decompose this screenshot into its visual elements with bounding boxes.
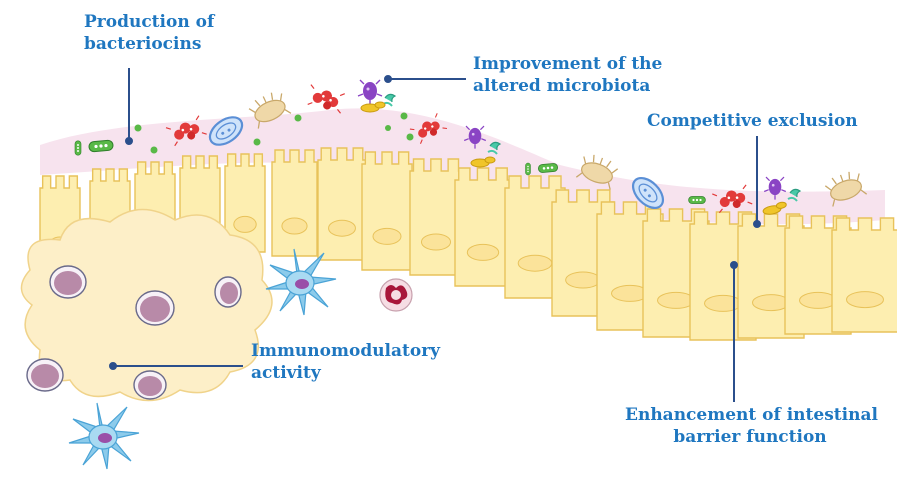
epithelial-cell <box>272 150 317 256</box>
cell-nucleus <box>518 255 552 271</box>
label-barrier-line2: barrier function <box>625 426 875 448</box>
cell-nucleus <box>282 218 307 234</box>
epithelial-cell <box>318 148 366 260</box>
label-immuno-line2: activity <box>251 362 440 384</box>
cell-nucleus <box>566 272 601 288</box>
neutrophil-icon <box>380 279 412 311</box>
label-microbiota-line1: Improvement of the <box>473 53 662 75</box>
epithelial-cell <box>455 168 511 286</box>
label-immuno: Immunomodulatory activity <box>251 340 440 384</box>
label-exclusion-line1: Competitive exclusion <box>647 110 858 132</box>
cell-nucleus <box>800 292 837 308</box>
cell-nucleus <box>421 234 450 250</box>
label-bacteriocins-line1: Production of <box>84 11 214 33</box>
cell-nucleus <box>658 292 695 308</box>
epithelial-cell <box>362 152 412 270</box>
label-barrier-line1: Enhancement of intestinal <box>625 404 875 426</box>
cell-nucleus <box>705 295 742 311</box>
label-bacteriocins-line2: bacteriocins <box>84 33 214 55</box>
label-microbiota-line2: altered microbiota <box>473 75 662 97</box>
cell-nucleus <box>467 244 498 260</box>
epithelial-cell <box>410 159 462 275</box>
dendritic-cell-icon <box>69 403 139 469</box>
cell-nucleus <box>847 292 884 308</box>
label-barrier: Enhancement of intestinal barrier functi… <box>625 404 875 448</box>
cell-nucleus <box>753 295 790 311</box>
cell-nucleus <box>234 216 256 232</box>
label-exclusion: Competitive exclusion <box>647 110 858 132</box>
label-immuno-line1: Immunomodulatory <box>251 340 440 362</box>
cell-nucleus <box>373 228 401 244</box>
cell-nucleus <box>329 220 356 236</box>
epithelial-cell <box>832 218 897 332</box>
label-microbiota: Improvement of the altered microbiota <box>473 53 662 97</box>
label-bacteriocins: Production of bacteriocins <box>84 11 214 55</box>
